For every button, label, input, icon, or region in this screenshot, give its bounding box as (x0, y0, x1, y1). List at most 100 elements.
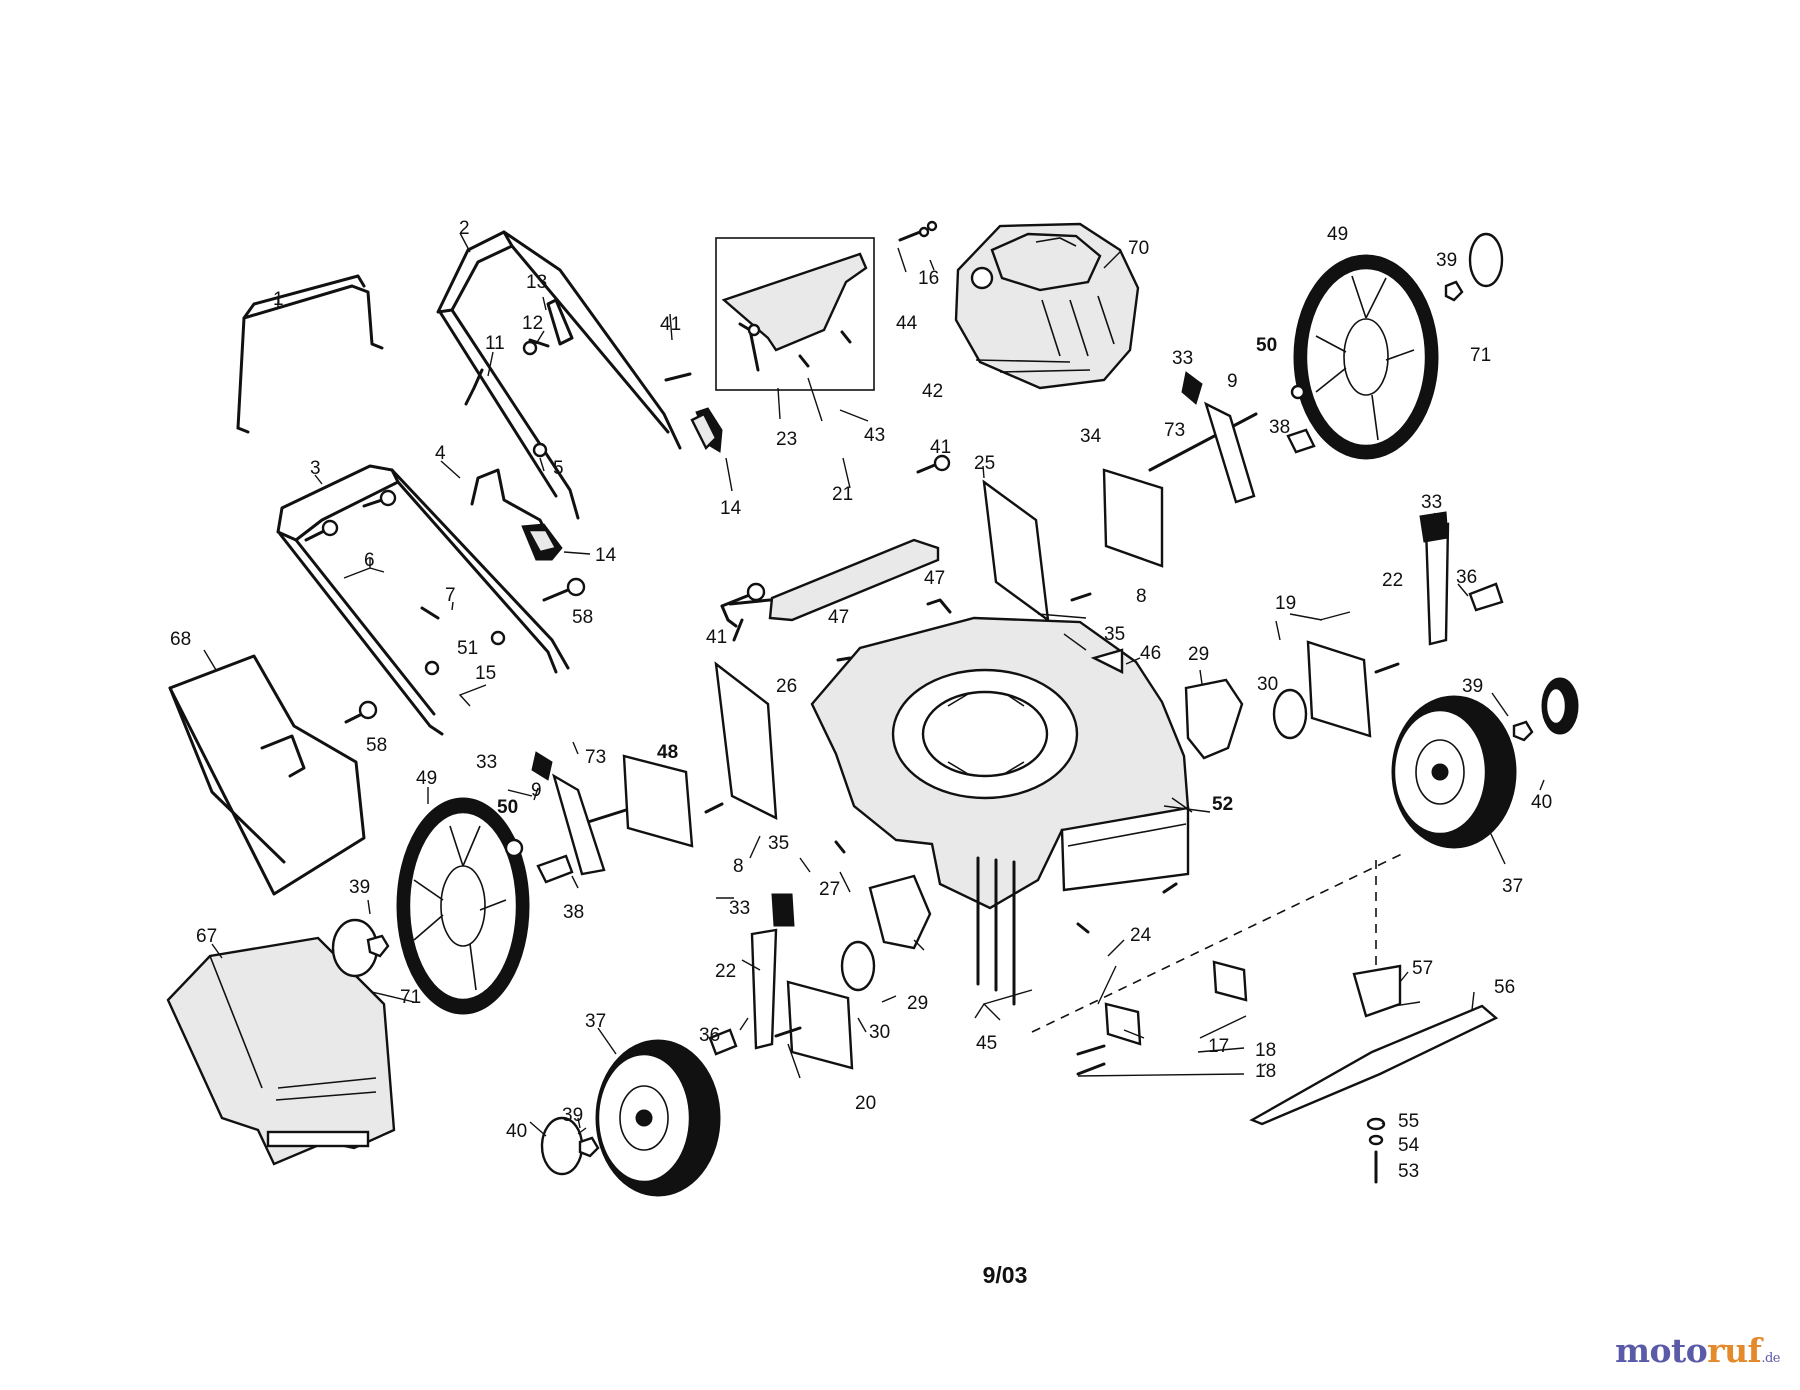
label-51: 51 (457, 638, 478, 659)
label-26: 26 (776, 676, 797, 697)
label-9-left: 9 (531, 780, 542, 801)
hardware-bolts (304, 220, 1092, 854)
deck-hardware (868, 648, 1248, 1076)
label-4: 4 (435, 443, 446, 464)
label-37-right: 37 (1502, 876, 1523, 897)
front-right-wheel (1391, 695, 1517, 849)
label-21: 21 (832, 484, 853, 505)
label-11: 11 (485, 333, 505, 354)
grass-bag (166, 936, 396, 1166)
label-36-right: 36 (1456, 567, 1477, 588)
label-38-right: 38 (1269, 417, 1290, 438)
label-54: 54 (1398, 1135, 1420, 1156)
watermark-part-b: ruf (1707, 1331, 1762, 1370)
label-20: 20 (855, 1093, 876, 1114)
label-13: 13 (526, 272, 547, 293)
bail-handle (236, 274, 384, 434)
label-52: 52 (1212, 794, 1233, 815)
label-30-left: 30 (869, 1022, 890, 1043)
label-46: 46 (1140, 643, 1161, 664)
label-50-right: 50 (1256, 335, 1277, 356)
label-22-right: 22 (1382, 570, 1403, 591)
label-5: 5 (553, 458, 564, 479)
label-8-right: 8 (1136, 586, 1147, 607)
label-56: 56 (1494, 977, 1515, 998)
label-27: 27 (819, 879, 840, 900)
watermark-tld: .de (1761, 1351, 1780, 1366)
label-3: 3 (310, 458, 321, 479)
label-24: 24 (1130, 925, 1152, 946)
label-67: 67 (196, 926, 217, 947)
label-30-right: 30 (1257, 674, 1278, 695)
label-50-left: 50 (497, 797, 518, 818)
label-29-right: 29 (1188, 644, 1209, 665)
label-33-left: 33 (476, 752, 497, 773)
label-25: 25 (974, 453, 995, 474)
label-14-lower: 14 (595, 545, 617, 566)
label-33-lower: 33 (729, 898, 750, 919)
label-73-right: 73 (1164, 420, 1185, 441)
label-36-left: 36 (699, 1025, 720, 1046)
label-22-left: 22 (715, 961, 736, 982)
label-19: 19 (1275, 593, 1296, 614)
label-16: 16 (918, 268, 939, 289)
label-40-left: 40 (506, 1121, 527, 1142)
label-39-left: 39 (349, 877, 370, 898)
rear-left-wheel (396, 797, 530, 1015)
front-left-wheel (595, 1039, 721, 1197)
label-73-left: 73 (585, 747, 606, 768)
engine (954, 222, 1140, 390)
label-39-lower: 39 (562, 1105, 583, 1126)
control-box (715, 237, 875, 391)
label-9-right: 9 (1227, 371, 1238, 392)
label-12: 12 (522, 313, 543, 334)
label-41-middle: 41 (930, 437, 951, 458)
control-bracket (721, 252, 868, 372)
reference-line-deck (1031, 851, 1407, 1033)
label-41-lower: 41 (706, 627, 727, 648)
lower-handle (276, 464, 570, 736)
label-1: 1 (273, 289, 284, 310)
label-58-left: 58 (366, 735, 387, 756)
label-55: 55 (1398, 1111, 1419, 1132)
label-35-lower: 35 (768, 833, 789, 854)
part-labels: 1 2 3 4 5 6 7 8 8 9 9 11 12 13 14 14 15 … (170, 218, 1552, 1182)
label-29-left: 29 (907, 993, 928, 1014)
label-15: 15 (475, 663, 496, 684)
label-49-right: 49 (1327, 224, 1348, 245)
label-18-upper: 18 (1255, 1040, 1276, 1061)
leader-lines (203, 232, 1545, 1137)
label-44: 44 (896, 313, 918, 334)
label-47-lower: 47 (828, 607, 849, 628)
label-2: 2 (459, 218, 470, 239)
rear-right-wheel (1293, 254, 1439, 460)
watermark-logo: motoruf.de (1615, 1331, 1780, 1370)
label-34: 34 (1080, 426, 1102, 447)
handle-knob-upper (690, 407, 723, 453)
label-7: 7 (445, 585, 456, 606)
label-47-upper: 47 (924, 568, 945, 589)
axles-and-brackets (531, 371, 1504, 1070)
label-58-right: 58 (572, 607, 593, 628)
drive-cable (720, 538, 940, 642)
label-53: 53 (1398, 1161, 1419, 1182)
label-38-left: 38 (563, 902, 584, 923)
label-23: 23 (776, 429, 797, 450)
label-33-right: 33 (1421, 492, 1442, 513)
label-42: 42 (922, 381, 943, 402)
label-40-right: 40 (1531, 792, 1552, 813)
label-17: 17 (1208, 1036, 1229, 1057)
grass-bag-frame (168, 654, 366, 896)
label-70: 70 (1128, 238, 1149, 259)
watermark-part-a: moto (1615, 1331, 1708, 1370)
label-8-left: 8 (733, 856, 744, 877)
label-49-left: 49 (416, 768, 437, 789)
label-41-upper: 41 (660, 314, 681, 335)
label-6: 6 (364, 550, 375, 571)
date-code: 9/03 (982, 1262, 1028, 1288)
label-48: 48 (657, 742, 678, 763)
label-45: 45 (976, 1033, 997, 1054)
label-35-upper: 35 (1104, 624, 1125, 645)
label-33-upper-right: 33 (1172, 348, 1193, 369)
